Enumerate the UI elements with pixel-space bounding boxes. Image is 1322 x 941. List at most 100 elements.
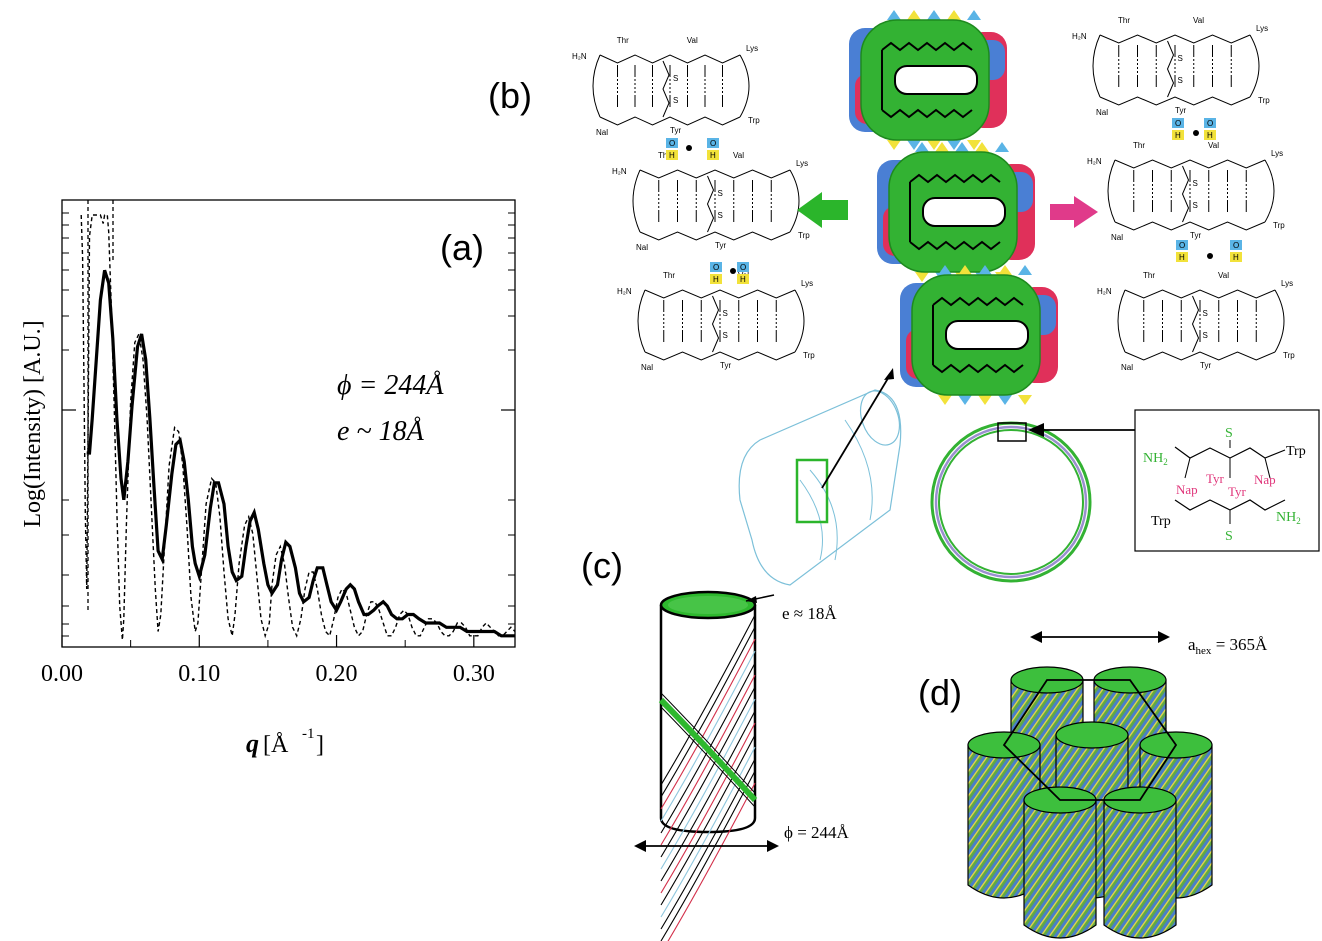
residue-s: S — [673, 96, 678, 105]
backbone-strand — [1099, 96, 1251, 106]
disulfide-bridge — [1181, 165, 1190, 223]
residue-thr: Thr — [1118, 16, 1130, 25]
residue-s: S — [673, 74, 678, 83]
ring-closure — [1249, 34, 1260, 98]
oxygen-label: O — [713, 263, 719, 272]
axis-dot — [1193, 130, 1199, 136]
oxygen-label: O — [1175, 119, 1181, 128]
residue-trp: Trp — [1283, 351, 1295, 360]
nh2-label-top: NH2 — [1143, 451, 1168, 467]
strand-arrow-icon — [967, 140, 981, 150]
helix-line — [660, 692, 756, 794]
residue-h2n: H₂N — [612, 167, 627, 176]
hexagon-lattice — [1002, 679, 1178, 801]
nanoring — [849, 10, 1007, 150]
residue-lys: Lys — [801, 279, 813, 288]
residue-thr: Thr — [617, 36, 629, 45]
lattice-arrow-left-icon — [1030, 631, 1042, 643]
helical-nanotube — [658, 590, 758, 941]
hydrogen-label: H — [669, 151, 675, 160]
oxygen-highlight — [737, 262, 749, 272]
strand-arrow-icon — [907, 140, 921, 150]
residue-tyr: Tyr — [715, 241, 726, 250]
x-tick-label: 0.30 — [453, 661, 495, 687]
helix-line — [660, 722, 756, 894]
residue-h2n: H₂N — [572, 52, 587, 61]
wall-pointer-icon — [746, 596, 757, 603]
residue-s: S — [1178, 76, 1183, 85]
ring-closure — [794, 289, 805, 353]
oxygen-highlight — [707, 138, 719, 148]
strand-arrow-icon — [927, 10, 941, 20]
hydrogen-highlight — [1230, 252, 1242, 262]
pink-arrow-right-icon — [1050, 196, 1098, 228]
strand-arrow-icon — [978, 395, 992, 405]
cylinder-top — [1055, 721, 1129, 749]
residue-s: S — [723, 331, 728, 340]
nanotube-cylinder — [1023, 786, 1097, 939]
x-axis-label-q: q — [246, 729, 259, 758]
x-tick-label: 0.00 — [41, 661, 83, 687]
residue-tyr: Tyr — [1200, 361, 1211, 370]
backbone-strand — [644, 351, 796, 361]
hydrogen-label: H — [1233, 253, 1239, 262]
ring-groove — [922, 197, 1006, 227]
panel-a-label: (a) — [440, 227, 484, 268]
strand-arrow-icon — [998, 265, 1012, 275]
oxygen-label: O — [1179, 241, 1185, 250]
residue-val: Val — [733, 151, 744, 160]
lattice-parameter-label: ahex = 365Å — [1188, 635, 1268, 657]
backbone-strand — [1114, 159, 1266, 169]
sulfur-label-bottom: S — [1225, 529, 1233, 544]
oxygen-label: O — [1207, 119, 1213, 128]
nanoring — [877, 142, 1035, 282]
axis-dot — [1207, 253, 1213, 259]
strand-arrow-icon — [967, 10, 981, 20]
helix-line — [660, 614, 756, 786]
residue-s: S — [1203, 331, 1208, 340]
sulfur-label-top: S — [1225, 426, 1233, 441]
residue-val: Val — [1208, 141, 1219, 150]
hydrogen-highlight — [710, 274, 722, 284]
stacked-nanorings — [849, 10, 1058, 405]
residue-tyr: Tyr — [1175, 106, 1186, 115]
ring-closure — [1274, 289, 1285, 353]
residue-s: S — [718, 211, 723, 220]
ring-closure — [632, 169, 641, 233]
helix-line — [660, 698, 756, 870]
backbone-strand — [599, 116, 741, 126]
residue-nal: Nal — [641, 363, 653, 372]
strand-arrow-icon — [958, 395, 972, 405]
x-axis-label: q [Å -1 ] — [246, 726, 324, 758]
axis-dot — [730, 268, 736, 274]
hydrogen-highlight — [1172, 130, 1184, 140]
oxygen-highlight — [666, 138, 678, 148]
ring-closure — [592, 54, 601, 118]
residue-trp: Trp — [748, 116, 760, 125]
ring-groove — [894, 65, 978, 95]
helix-line — [660, 686, 756, 858]
zigzag-strand — [932, 363, 1024, 374]
hydrogen-highlight — [737, 274, 749, 284]
helix-line — [660, 638, 756, 810]
strand-arrow-icon — [935, 142, 949, 152]
backbone-strand — [639, 169, 791, 179]
residue-lys: Lys — [796, 159, 808, 168]
backbone-strand — [1099, 34, 1251, 44]
strand-arrow-icon — [1018, 395, 1032, 405]
helix-line — [660, 662, 756, 834]
ring-closure — [789, 169, 800, 233]
nanoring — [900, 265, 1058, 405]
trp-label-top: Trp — [1286, 444, 1306, 459]
strand-arrow-icon — [998, 395, 1012, 405]
oxygen-highlight — [1230, 240, 1242, 250]
strand-arrow-icon — [975, 142, 989, 152]
trp-label-bottom: Trp — [1151, 514, 1171, 529]
strand-arrow-icon — [955, 142, 969, 152]
backbone-strand — [599, 54, 741, 64]
residue-lys: Lys — [746, 44, 758, 53]
residue-s: S — [1203, 309, 1208, 318]
